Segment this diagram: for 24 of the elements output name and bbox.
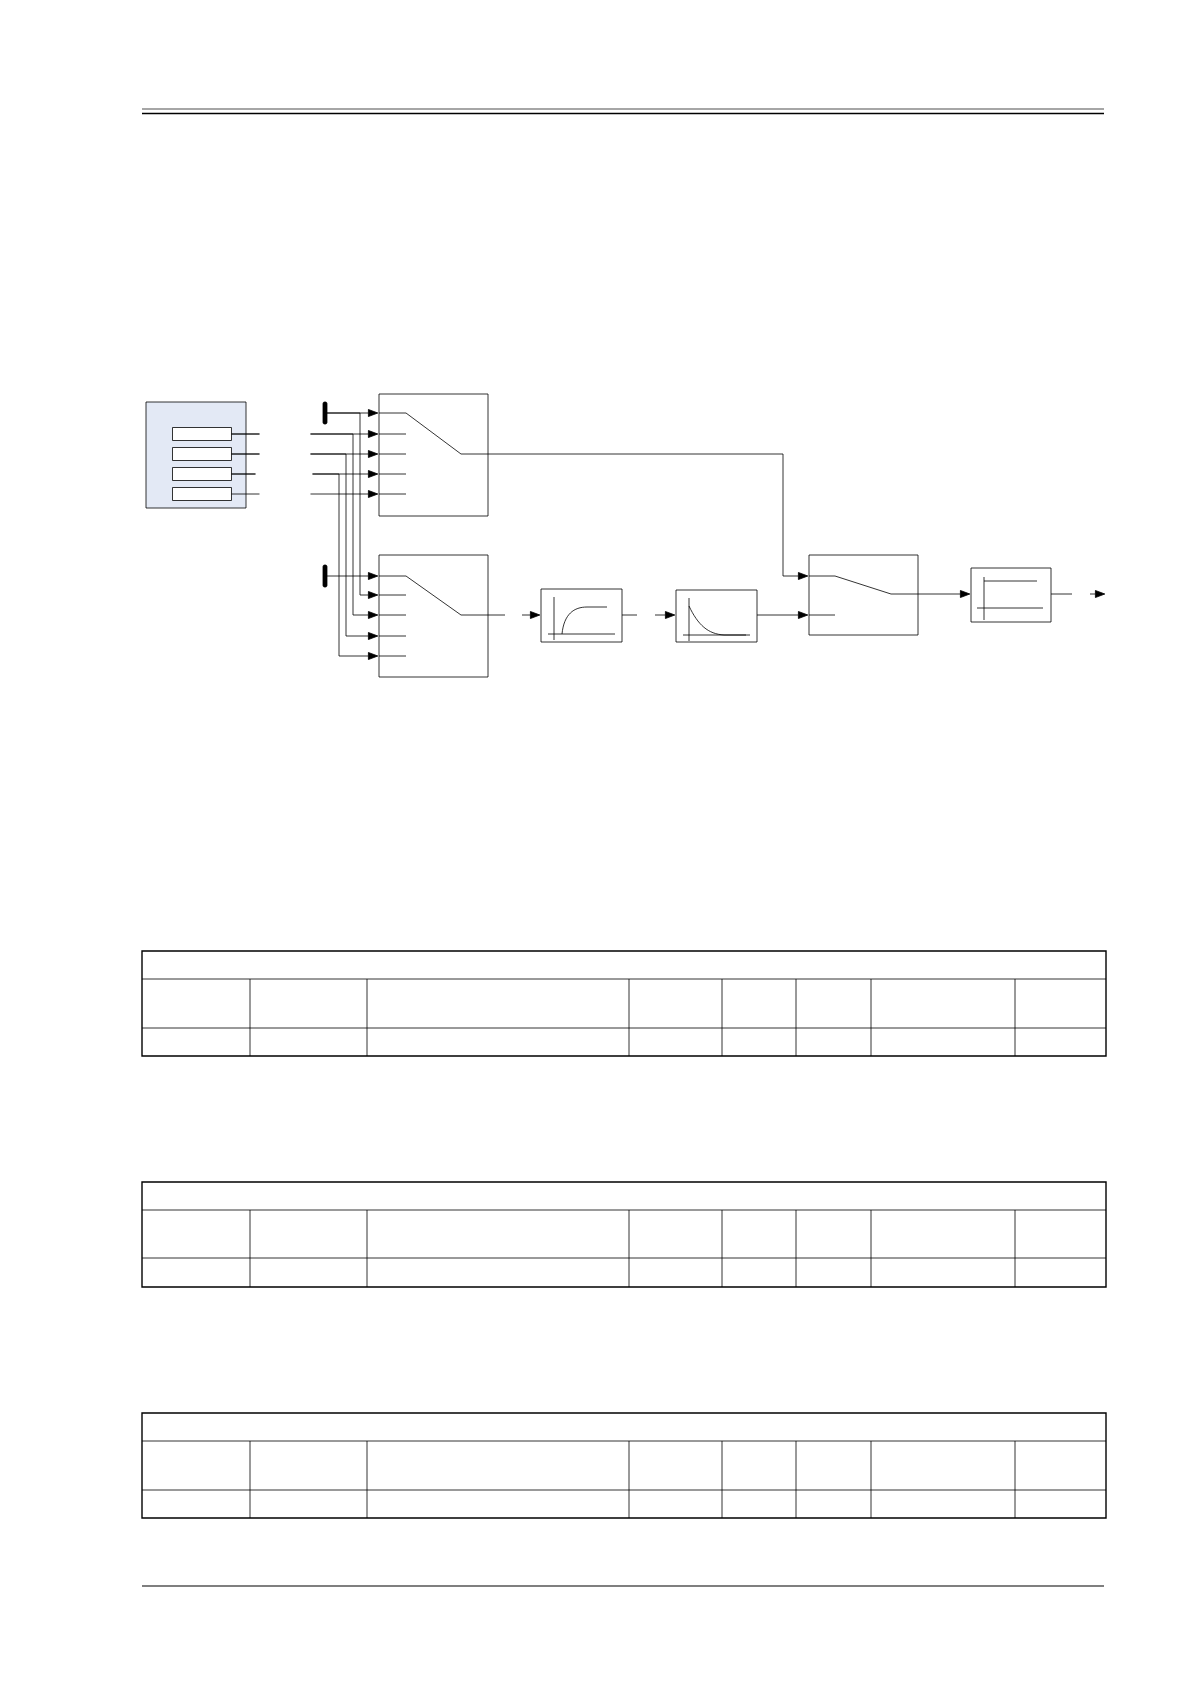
switch-box	[378, 554, 489, 678]
terminal-bar	[322, 564, 328, 588]
filter-box	[540, 588, 623, 643]
arrow	[917, 590, 971, 598]
switch-box	[378, 393, 489, 517]
slot-box	[172, 427, 232, 441]
arrow	[231, 433, 379, 619]
arrow	[621, 611, 676, 619]
arrow	[326, 572, 379, 580]
arrow	[231, 473, 379, 660]
arrow	[231, 490, 379, 498]
slot-box	[172, 467, 232, 481]
arrow	[487, 453, 809, 580]
arrow	[487, 611, 541, 619]
arrow	[231, 453, 379, 640]
arrow	[1050, 590, 1106, 598]
slot-box	[172, 447, 232, 461]
slot-box	[172, 487, 232, 501]
filter-box	[675, 589, 758, 643]
arrow	[756, 611, 809, 619]
terminal-bar	[322, 401, 328, 425]
arrow	[326, 412, 379, 599]
limiter-box	[970, 567, 1052, 623]
switch-box	[808, 554, 919, 636]
